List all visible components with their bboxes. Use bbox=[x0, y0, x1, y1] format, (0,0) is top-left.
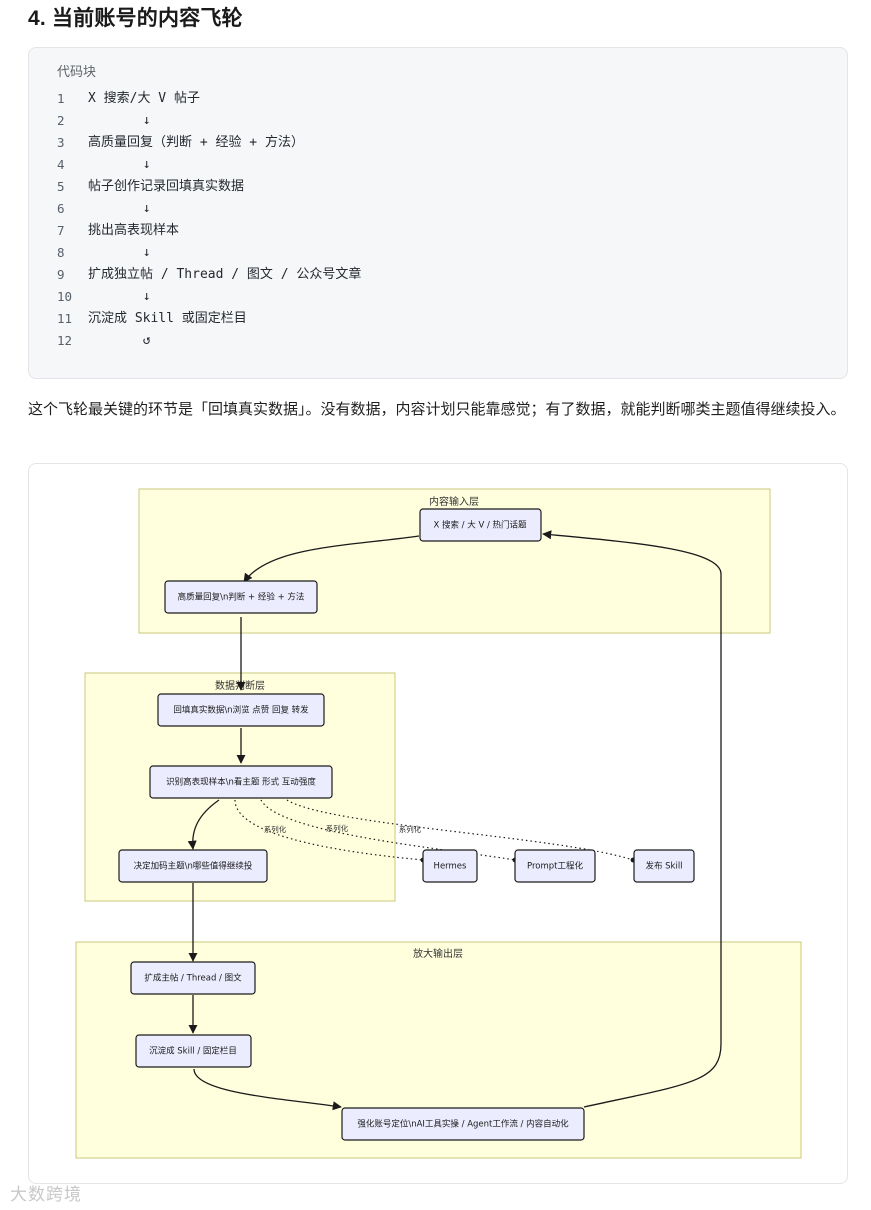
code-line: 8 ↓ bbox=[29, 242, 847, 264]
cluster-label: 放大输出层 bbox=[413, 947, 463, 960]
line-number: 9 bbox=[57, 267, 65, 282]
flowchart-diagram: 内容输入层 数据判断层 放大输出层 系列化 系列化 bbox=[75, 488, 802, 1159]
line-number: 5 bbox=[57, 179, 65, 194]
code-line: 9 扩成独立帖 / Thread / 图文 / 公众号文章 bbox=[29, 264, 847, 286]
code-text: ↓ bbox=[88, 245, 151, 260]
code-line: 10 ↓ bbox=[29, 286, 847, 308]
node-backfill[interactable]: 回填真实数据\n浏览 点赞 回复 转发 bbox=[157, 693, 325, 727]
edge-label-serialize: 系列化 bbox=[399, 824, 422, 834]
code-text: ↓ bbox=[88, 201, 151, 216]
edge-dotted-to-hermes bbox=[234, 799, 426, 863]
code-line: 5 帖子创作记录回填真实数据 bbox=[29, 176, 847, 198]
line-number: 7 bbox=[57, 223, 65, 238]
node-prompt[interactable]: Prompt工程化 bbox=[514, 849, 596, 883]
line-number: 12 bbox=[57, 333, 73, 348]
edge-identify-to-decide bbox=[187, 799, 220, 850]
node-strengthen[interactable]: 强化账号定位\nAI工具实操 / Agent工作流 / 内容自动化 bbox=[341, 1107, 585, 1141]
section-heading: 4. 当前账号的内容飞轮 bbox=[28, 7, 243, 30]
edge-label-serialize: 系列化 bbox=[264, 824, 287, 834]
node-label: X 搜索 / 大 V / 热门话题 bbox=[433, 520, 527, 531]
line-number: 8 bbox=[57, 245, 65, 260]
code-line: 1 X 搜索/大 V 帖子 bbox=[29, 88, 847, 110]
line-number: 11 bbox=[57, 311, 73, 326]
edge-search-to-reply bbox=[243, 535, 420, 583]
code-text: 扩成独立帖 / Thread / 图文 / 公众号文章 bbox=[88, 267, 362, 282]
code-line: 6 ↓ bbox=[29, 198, 847, 220]
cluster-label: 数据判断层 bbox=[215, 679, 265, 692]
line-number: 4 bbox=[57, 157, 65, 172]
code-text: ↓ bbox=[88, 157, 151, 172]
code-text: ↺ bbox=[88, 333, 151, 348]
line-number: 6 bbox=[57, 201, 65, 216]
node-expand[interactable]: 扩成主帖 / Thread / 图文 bbox=[130, 961, 256, 995]
node-search[interactable]: X 搜索 / 大 V / 热门话题 bbox=[419, 508, 542, 542]
code-text: 帖子创作记录回填真实数据 bbox=[88, 179, 245, 194]
node-hermes[interactable]: Hermes bbox=[422, 849, 478, 883]
code-text: ↓ bbox=[88, 113, 151, 128]
node-publish-skill[interactable]: 发布 Skill bbox=[633, 849, 695, 883]
code-lines: 1 X 搜索/大 V 帖子 2 ↓ 3 高质量回复（判断 + 经验 + 方法） 4 … bbox=[29, 88, 847, 352]
node-label: 识别高表现样本\n看主题 形式 互动强度 bbox=[166, 777, 316, 788]
code-block-caption: 代码块 bbox=[57, 64, 97, 79]
code-text: 高质量回复（判断 + 经验 + 方法） bbox=[88, 135, 304, 150]
edge-settle-to-strengthen bbox=[193, 1068, 342, 1111]
code-text: 沉淀成 Skill 或固定栏目 bbox=[88, 311, 247, 326]
node-label: 扩成主帖 / Thread / 图文 bbox=[144, 973, 242, 984]
node-label: 强化账号定位\nAI工具实操 / Agent工作流 / 内容自动化 bbox=[357, 1119, 569, 1130]
node-identify[interactable]: 识别高表现样本\n看主题 形式 互动强度 bbox=[149, 765, 333, 799]
line-number: 2 bbox=[57, 113, 65, 128]
node-label: Prompt工程化 bbox=[527, 861, 583, 872]
code-line: 2 ↓ bbox=[29, 110, 847, 132]
node-label: 沉淀成 Skill / 固定栏目 bbox=[149, 1046, 237, 1057]
node-label: 高质量回复\n判断 + 经验 + 方法 bbox=[178, 592, 305, 603]
code-line: 4 ↓ bbox=[29, 154, 847, 176]
code-block: 代码块 1 X 搜索/大 V 帖子 2 ↓ 3 高质量回复（判断 + 经验 + 方法… bbox=[28, 47, 848, 379]
node-reply[interactable]: 高质量回复\n判断 + 经验 + 方法 bbox=[164, 580, 318, 614]
flowchart-card: 内容输入层 数据判断层 放大输出层 系列化 系列化 bbox=[28, 463, 848, 1184]
edge-dotted-to-publish bbox=[286, 799, 636, 863]
line-number: 3 bbox=[57, 135, 65, 150]
node-label: Hermes bbox=[434, 862, 467, 872]
node-decide[interactable]: 决定加码主题\n哪些值得继续投 bbox=[118, 849, 268, 883]
code-line: 12 ↺ bbox=[29, 330, 847, 352]
node-label: 决定加码主题\n哪些值得继续投 bbox=[134, 861, 253, 872]
node-label: 回填真实数据\n浏览 点赞 回复 转发 bbox=[173, 705, 309, 716]
edge-strengthen-to-search bbox=[542, 530, 722, 1108]
code-text: 挑出高表现样本 bbox=[88, 223, 180, 238]
body-paragraph: 这个飞轮最关键的环节是「回填真实数据」。没有数据，内容计划只能靠感觉；有了数据，… bbox=[28, 401, 846, 418]
node-label: 发布 Skill bbox=[645, 861, 682, 872]
cluster-label: 内容输入层 bbox=[429, 495, 479, 508]
line-number: 10 bbox=[57, 289, 73, 304]
edge-label-serialize: 系列化 bbox=[326, 823, 349, 833]
line-number: 1 bbox=[57, 91, 65, 106]
code-line: 3 高质量回复（判断 + 经验 + 方法） bbox=[29, 132, 847, 154]
code-line: 11 沉淀成 Skill 或固定栏目 bbox=[29, 308, 847, 330]
edge-dotted-to-prompt bbox=[260, 799, 518, 863]
code-line: 7 挑出高表现样本 bbox=[29, 220, 847, 242]
code-text: X 搜索/大 V 帖子 bbox=[88, 91, 200, 106]
code-text: ↓ bbox=[88, 289, 151, 304]
node-settle[interactable]: 沉淀成 Skill / 固定栏目 bbox=[135, 1034, 252, 1068]
watermark-logo: 大数跨境 bbox=[10, 1185, 82, 1205]
